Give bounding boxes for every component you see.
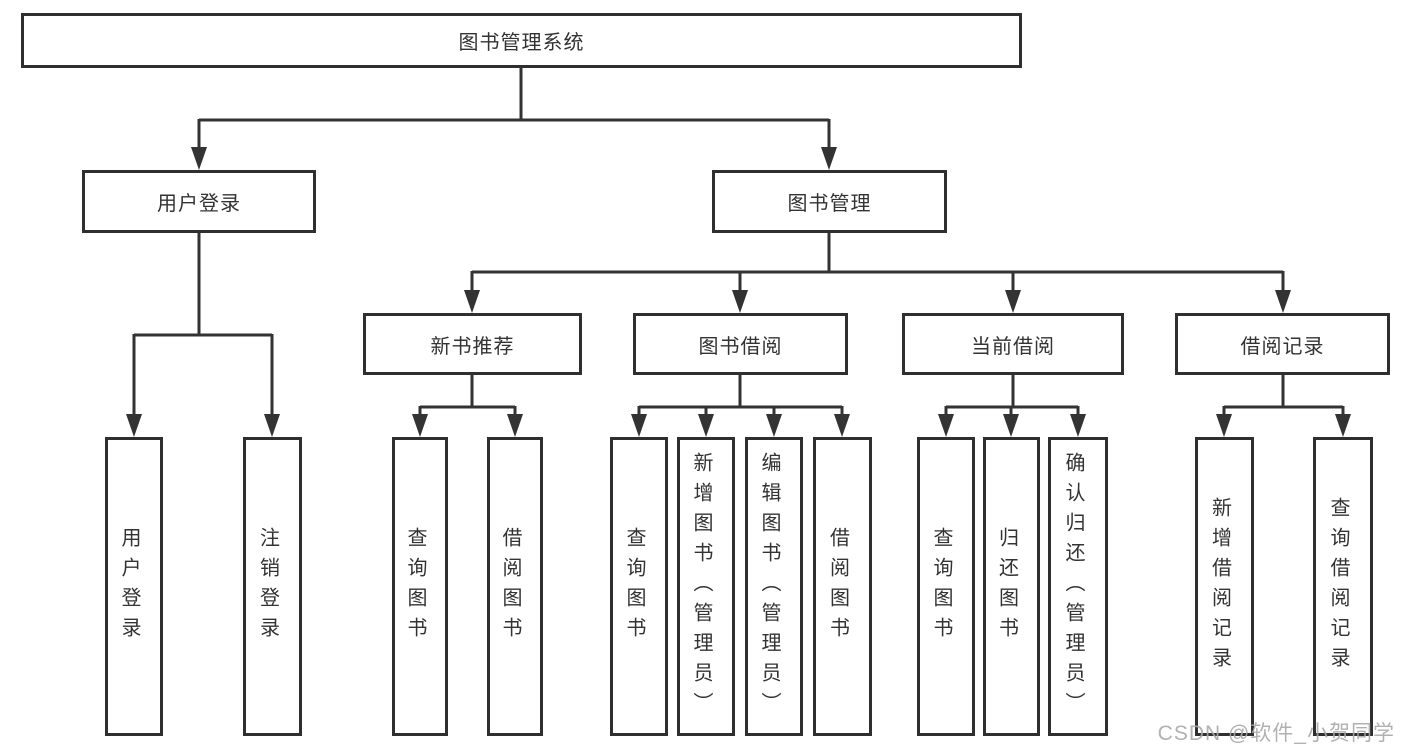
node-book-borrow: 图书借阅: [633, 313, 848, 375]
leaf-label: 新增图书（管理员）: [690, 451, 712, 722]
leaf-user-login: 用户登录: [105, 437, 163, 736]
node-new-book-recommend: 新书推荐: [363, 313, 582, 375]
leaf-label: 查询图书: [930, 526, 952, 647]
node-current-borrow: 当前借阅: [902, 313, 1124, 375]
leaf-query-books-2: 查询图书: [610, 437, 668, 736]
leaf-label: 借阅图书: [826, 526, 849, 647]
node-book-management: 图书管理: [712, 170, 947, 233]
leaf-borrow-books-2: 借阅图书: [813, 437, 872, 736]
leaf-label: 新增借阅记录: [1208, 496, 1231, 677]
node-root: 图书管理系统: [21, 13, 1022, 68]
node-label: 新书推荐: [430, 335, 515, 358]
node-label: 用户登录: [157, 193, 241, 215]
leaf-label: 查询图书: [623, 526, 645, 647]
csdn-watermark: CSDN @软件_小贺同学: [1157, 722, 1395, 745]
leaf-add-borrow-record: 新增借阅记录: [1195, 437, 1254, 736]
leaf-label: 注销登录: [256, 526, 279, 647]
node-label: 借阅记录: [1240, 335, 1325, 358]
node-label: 图书借阅: [698, 335, 783, 358]
leaf-label: 归还图书: [995, 526, 1018, 647]
node-user-login-branch: 用户登录: [82, 170, 316, 233]
node-root-label: 图书管理系统: [458, 32, 585, 54]
leaf-query-borrow-record: 查询借阅记录: [1313, 437, 1373, 736]
leaf-confirm-return-admin: 确认归还（管理员）: [1048, 437, 1108, 736]
node-label: 图书管理: [787, 193, 872, 215]
leaf-label: 查询借阅记录: [1327, 496, 1349, 677]
leaf-add-book-admin: 新增图书（管理员）: [677, 437, 735, 736]
leaf-return-book: 归还图书: [983, 437, 1040, 736]
leaf-query-books-3: 查询图书: [917, 437, 975, 736]
node-borrow-records: 借阅记录: [1175, 313, 1390, 375]
leaf-label: 编辑图书（管理员）: [758, 451, 780, 722]
leaf-label: 用户登录: [118, 526, 140, 647]
leaf-edit-book-admin: 编辑图书（管理员）: [745, 437, 803, 736]
node-label: 当前借阅: [971, 335, 1055, 358]
leaf-logout: 注销登录: [243, 437, 302, 736]
leaf-borrow-books-1: 借阅图书: [487, 437, 543, 736]
leaf-label: 借阅图书: [499, 526, 521, 647]
leaf-label: 确认归还（管理员）: [1062, 451, 1084, 722]
arrowheads: [126, 147, 1351, 437]
leaf-query-books-1: 查询图书: [392, 437, 448, 736]
leaf-label: 查询图书: [404, 526, 426, 647]
